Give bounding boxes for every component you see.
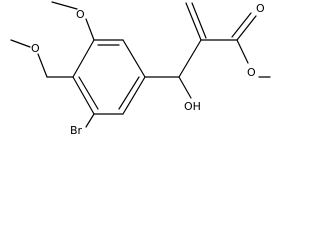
carbinol-group: OH xyxy=(144,76,201,113)
hydroxyl-label: OH xyxy=(184,100,201,113)
methoxy-left-oxygen-label: O xyxy=(31,42,40,55)
ester-oxygen-label: O xyxy=(247,66,256,79)
bromo-substituent: Br xyxy=(70,113,95,137)
acrylate-group: O O xyxy=(178,2,271,79)
molecule-structure: O O Br OH O O xyxy=(10,1,271,137)
methoxy-top-oxygen-label: O xyxy=(76,8,85,21)
methoxy-left: O xyxy=(10,39,74,78)
methoxy-top: O xyxy=(51,1,95,41)
bromine-label: Br xyxy=(70,124,83,137)
carbonyl-oxygen-label: O xyxy=(256,2,265,15)
benzene-ring xyxy=(72,39,146,115)
